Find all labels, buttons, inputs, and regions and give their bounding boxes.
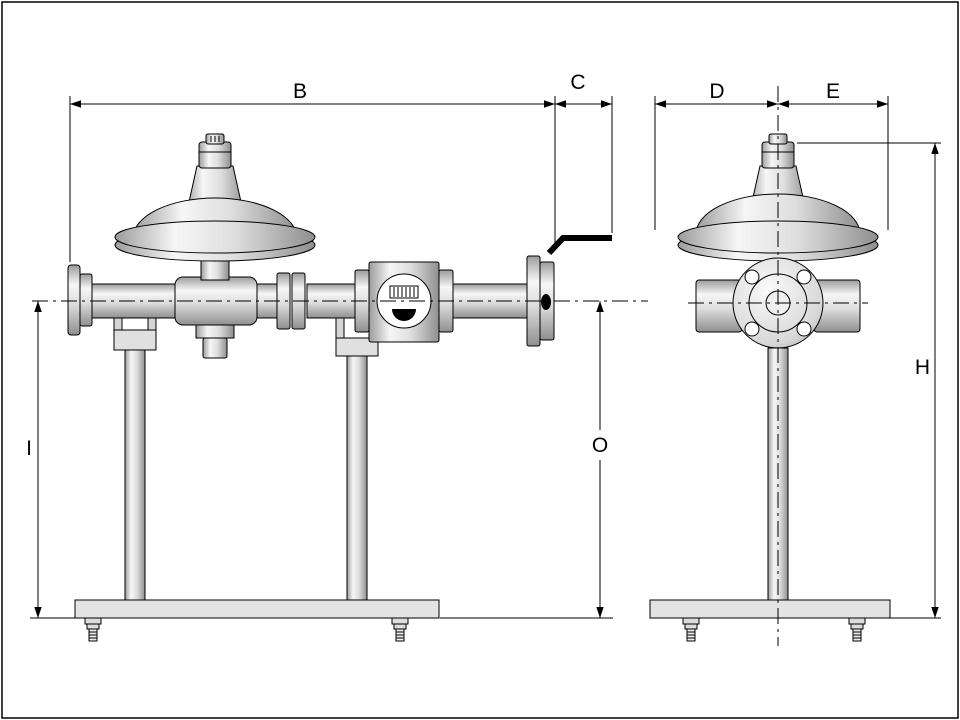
front-view: [67, 133, 612, 642]
valve-handle: [546, 235, 612, 256]
valve-port: [541, 294, 551, 310]
bolt-hole: [796, 269, 812, 285]
right-stand-column: [346, 355, 368, 601]
centerlines: [32, 86, 868, 646]
right-stand: [335, 317, 379, 601]
front-base-plate: [74, 599, 440, 619]
inlet-flange-inner: [79, 273, 93, 327]
pipe-assembly: [67, 264, 528, 336]
dimension-label-b: B: [293, 80, 307, 103]
side-base-plate: [649, 599, 891, 619]
left-stand-bracket: [113, 329, 157, 351]
dimension-label-c: C: [570, 71, 585, 94]
bolt-hole: [744, 321, 760, 337]
front-right-foot: [391, 617, 409, 642]
adjustment-cap: [198, 141, 232, 169]
dimensions: B C D E H I O: [26, 71, 941, 619]
bolt-hole: [744, 269, 760, 285]
diaphragm-rim-upper: [114, 220, 316, 254]
meter-counter: [389, 285, 419, 299]
meter-gauge-needle-area: [392, 309, 416, 321]
left-stand-column: [124, 349, 146, 601]
regulator-front: [114, 133, 316, 359]
dimension-label-d: D: [709, 80, 724, 103]
left-stand: [113, 307, 157, 601]
side-view: [649, 133, 891, 642]
dimension-label-i: I: [26, 437, 32, 460]
dimension-label-h: H: [915, 356, 930, 379]
bolt-hole: [796, 321, 812, 337]
side-left-foot: [682, 617, 700, 642]
gas-meter: [354, 261, 454, 343]
counter-digits: [393, 287, 415, 297]
side-right-foot: [848, 617, 866, 642]
shutoff-valve: [526, 235, 612, 347]
regulator-bottom-plug: [202, 337, 228, 359]
inlet-flange-outer: [67, 264, 81, 336]
front-left-foot: [84, 617, 102, 642]
dimension-label-o: O: [592, 434, 608, 457]
dimension-label-e: E: [826, 80, 840, 103]
